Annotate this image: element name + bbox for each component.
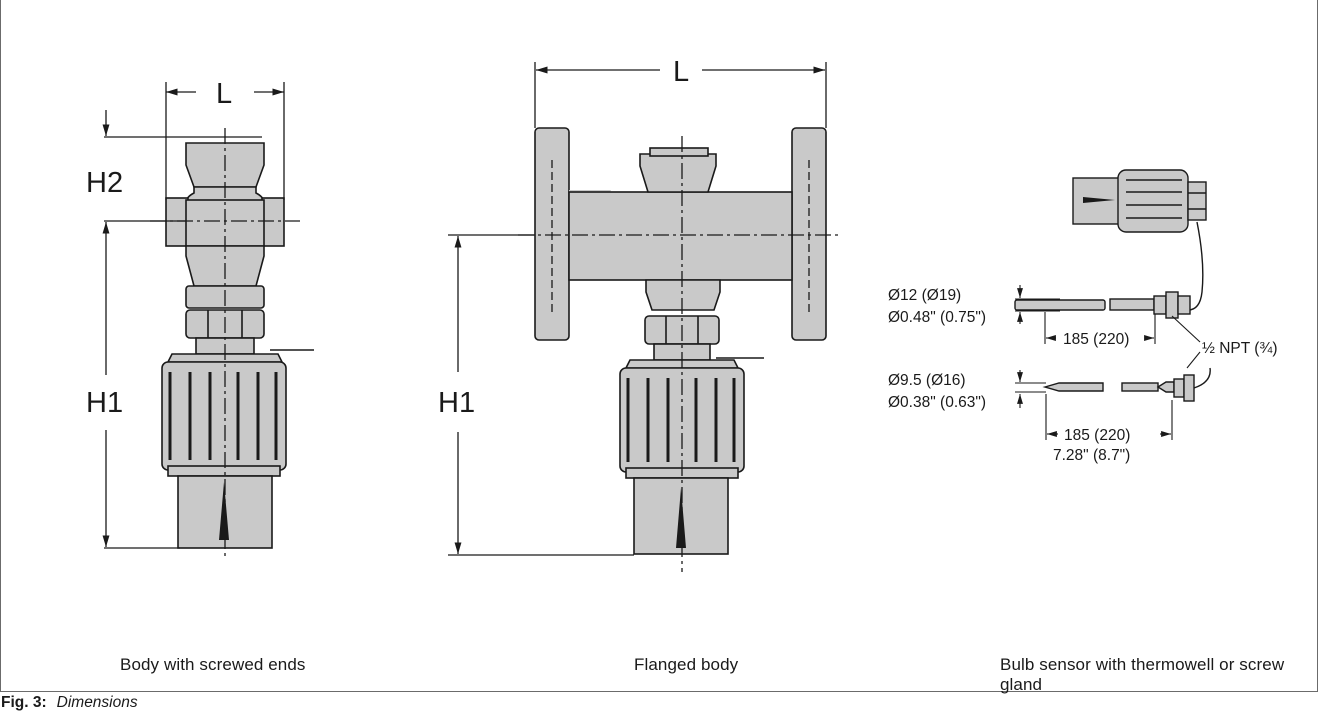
thread-label: ½ NPT (¾): [1202, 340, 1278, 357]
figure-number: Fig. 3:: [1, 694, 47, 711]
screwed-length-label: L: [216, 78, 232, 110]
bulb-sensor-drawing: [1014, 169, 1211, 402]
screwed-body-drawing: [161, 142, 314, 549]
bulb-diameter-mm: Ø9.5 (Ø16): [888, 372, 966, 389]
screwed-body-dimension-lines: [102, 82, 300, 560]
screwed-body-caption: Body with screwed ends: [120, 655, 306, 674]
bulb-sensor-caption: Bulb sensor with thermowell or screw gla…: [1000, 655, 1285, 694]
thermowell-diameter-in: Ø0.48" (0.75"): [888, 309, 986, 326]
screwed-h2-label: H2: [86, 167, 123, 199]
flanged-body-caption: Flanged body: [634, 655, 739, 674]
dimension-drawing: L H2 H1: [86, 56, 1278, 572]
thermowell-length: 185 (220): [1063, 331, 1129, 348]
flanged-h1-label: H1: [438, 387, 475, 419]
bulb-length-in: 7.28" (8.7"): [1053, 447, 1130, 464]
flanged-body-drawing: [534, 127, 827, 555]
screwed-h1-label: H1: [86, 387, 123, 419]
figure-frame: [0, 0, 1318, 692]
flanged-length-label: L: [673, 56, 689, 88]
bulb-length-mm: 185 (220): [1064, 427, 1130, 444]
figure-title: Dimensions: [56, 694, 138, 711]
bulb-sensor-dimension-lines: [1015, 285, 1201, 440]
figure-caption: Fig. 3: Dimensions: [1, 694, 138, 712]
bulb-diameter-in: Ø0.38" (0.63"): [888, 394, 986, 411]
thermowell-diameter-mm: Ø12 (Ø19): [888, 287, 961, 304]
flanged-body-dimension-lines: [448, 62, 842, 572]
